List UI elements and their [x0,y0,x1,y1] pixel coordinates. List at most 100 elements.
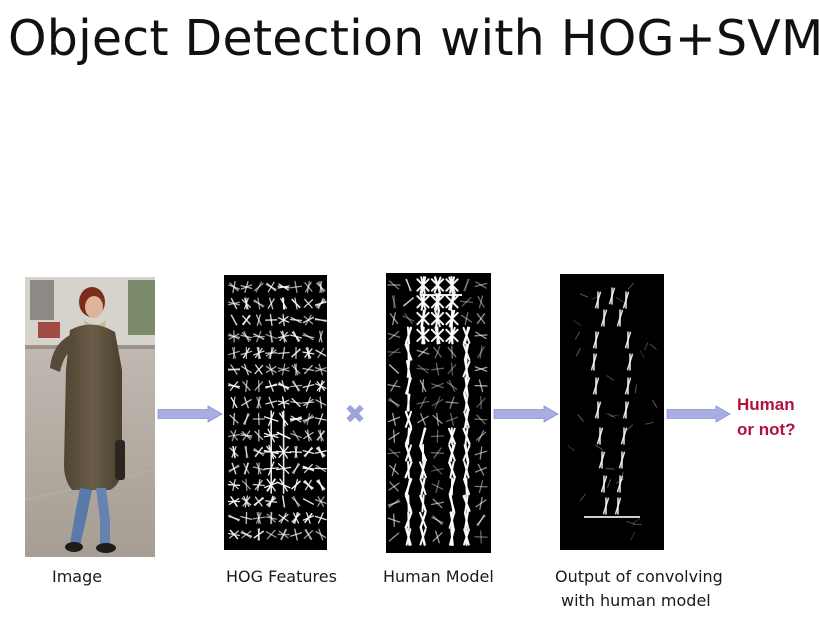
hog-cell [252,346,265,360]
result-label-line1: Human [737,395,795,414]
hog-cell [431,515,444,525]
hog-cell [387,330,401,340]
hog-cell [600,475,608,493]
hog-cell [614,497,622,515]
hog-cell [600,309,608,327]
hog-cell [475,430,487,443]
hog-cell [607,479,612,488]
hog-cell [228,514,240,522]
hog-cell [404,477,413,496]
hog-cell [388,429,400,443]
hog-cell [240,430,253,441]
hog-cell [316,429,326,442]
hog-cell [314,413,327,425]
hog-cell [243,462,250,475]
hog-cell [605,413,615,417]
hog-cell [241,363,252,376]
hog-cell [652,399,658,408]
hog-cell [579,293,589,298]
hog-cell [252,446,265,458]
hog-cell [608,287,616,305]
hog-cell [618,451,626,469]
hog-cell [253,496,264,507]
hog-cell [615,297,624,303]
hog-cell [302,412,315,426]
hog-cell [462,360,471,378]
hog-cell [632,518,641,524]
hog-cell [256,396,262,409]
hog-cell [265,511,278,525]
hog-cell [474,379,488,393]
hog-cell [227,529,241,540]
hog-cell [416,292,430,311]
hog-cell [463,460,470,479]
hog-cell [265,346,278,360]
hog-cell [474,366,488,372]
hog-cell [253,297,265,310]
result-label: Human or not? [737,392,796,442]
hog-cell [289,397,303,408]
hog-cell [291,512,301,524]
hog-cell [227,364,241,375]
pedestrian-photo [24,277,156,557]
hog-cell [404,460,413,479]
hog-cell [476,395,486,410]
hog-cell [416,276,430,294]
hog-cell [241,297,252,310]
hog-cell [416,309,430,328]
hog-cell [579,493,586,502]
hog-cell [577,414,584,422]
hog-cell [289,316,303,324]
hog-cell [228,462,240,475]
hog-cell [474,414,488,425]
hog-cell [446,379,458,392]
hog-cell [416,396,430,409]
hog-cell [277,346,290,360]
hog-cell [445,276,459,294]
human-model-panel [386,273,491,553]
hog-cell [419,494,427,513]
hog-cell [252,412,265,426]
hog-cell [447,362,457,376]
hog-cell [303,479,314,491]
hog-cell [432,412,443,427]
hog-cell [302,314,315,326]
hog-cell [404,326,413,345]
hog-cell [289,280,303,294]
hog-cell [474,530,488,544]
hog-cell [462,494,471,513]
arrow-model-to-output [493,405,559,423]
hog-cell [277,528,290,541]
hog-cell [462,343,471,362]
hog-cell [608,413,616,419]
hog-features-panel [224,275,327,550]
hog-cell [447,460,457,479]
hog-cell [433,345,442,359]
hog-cell [474,331,488,340]
hog-cell [240,511,253,525]
hog-cell [430,362,445,376]
hog-cell [418,444,428,462]
hog-cell [314,363,327,376]
hog-cell [316,280,326,294]
hog-cell [573,320,582,326]
hog-cell [302,332,315,341]
hog-cell [387,380,401,392]
hog-cell [314,464,327,473]
hog-cell [419,379,427,393]
hog-cell [624,377,632,395]
hog-cell [244,445,249,459]
hog-cell [476,514,486,527]
hog-cell [252,478,265,492]
hog-cell [445,326,459,345]
hog-cell [316,479,326,491]
hog-cell [291,495,301,508]
hog-cell [302,498,314,505]
hog-cell [448,477,456,496]
convolution-output-panel [560,274,664,550]
hog-cell [240,330,253,343]
hog-cell [228,280,240,294]
hog-cell [445,292,459,311]
hog-cell [303,528,314,541]
hog-cell [590,353,598,371]
